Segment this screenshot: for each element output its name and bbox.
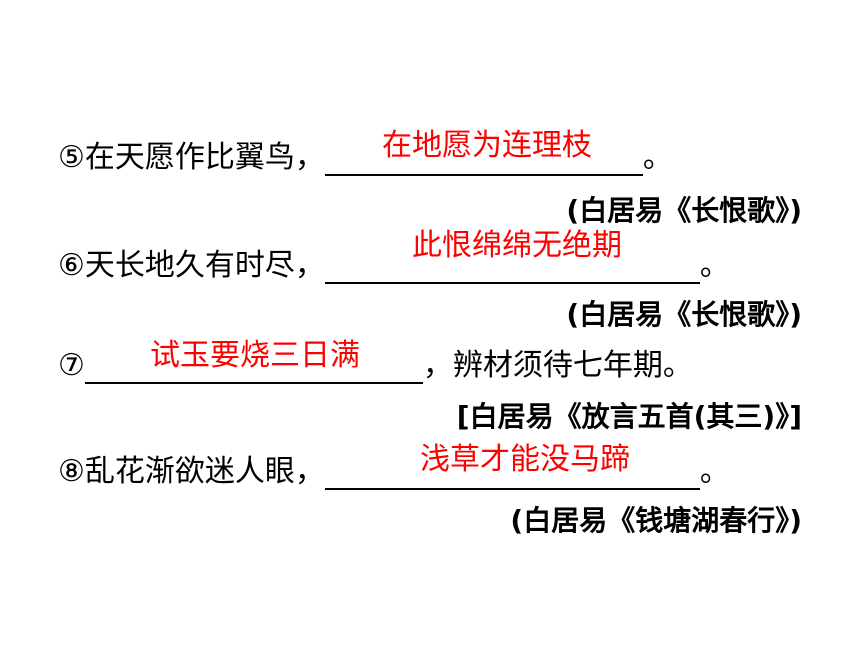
- source-citation-5: (白居易《长恨歌》): [566, 194, 802, 227]
- source-citation-7: [白居易《放言五首(其三)》]: [456, 400, 802, 433]
- answer-text-5: 在地愿为连理枝: [382, 128, 592, 163]
- question-suffix: 。: [642, 140, 673, 175]
- answer-text-6: 此恨绵绵无绝期: [412, 228, 622, 263]
- question-prefix: ⑦: [58, 348, 85, 383]
- question-line-8: ⑧乱花渐欲迷人眼， 。: [58, 454, 730, 490]
- source-citation-8: (白居易《钱塘湖春行》): [510, 504, 802, 537]
- answer-blank: [324, 144, 643, 176]
- source-citation-6: (白居易《长恨歌》): [566, 298, 802, 331]
- question-line-7: ⑦ ，辨材须待七年期。: [58, 348, 693, 384]
- question-prefix: ⑥天长地久有时尽，: [58, 248, 325, 283]
- question-suffix: ，辨材须待七年期。: [422, 348, 693, 383]
- answer-blank: [324, 252, 700, 284]
- answer-text-7: 试玉要烧三日满: [150, 338, 360, 373]
- question-prefix: ⑤在天愿作比翼鸟，: [58, 140, 325, 175]
- answer-text-8: 浅草才能没马蹄: [420, 442, 630, 477]
- question-line-6: ⑥天长地久有时尽， 。: [58, 248, 730, 284]
- question-suffix: 。: [699, 454, 730, 489]
- answer-blank: [324, 458, 700, 490]
- question-suffix: 。: [699, 248, 730, 283]
- question-prefix: ⑧乱花渐欲迷人眼，: [58, 454, 325, 489]
- question-line-5: ⑤在天愿作比翼鸟， 。: [58, 140, 673, 176]
- answer-blank: [84, 352, 423, 384]
